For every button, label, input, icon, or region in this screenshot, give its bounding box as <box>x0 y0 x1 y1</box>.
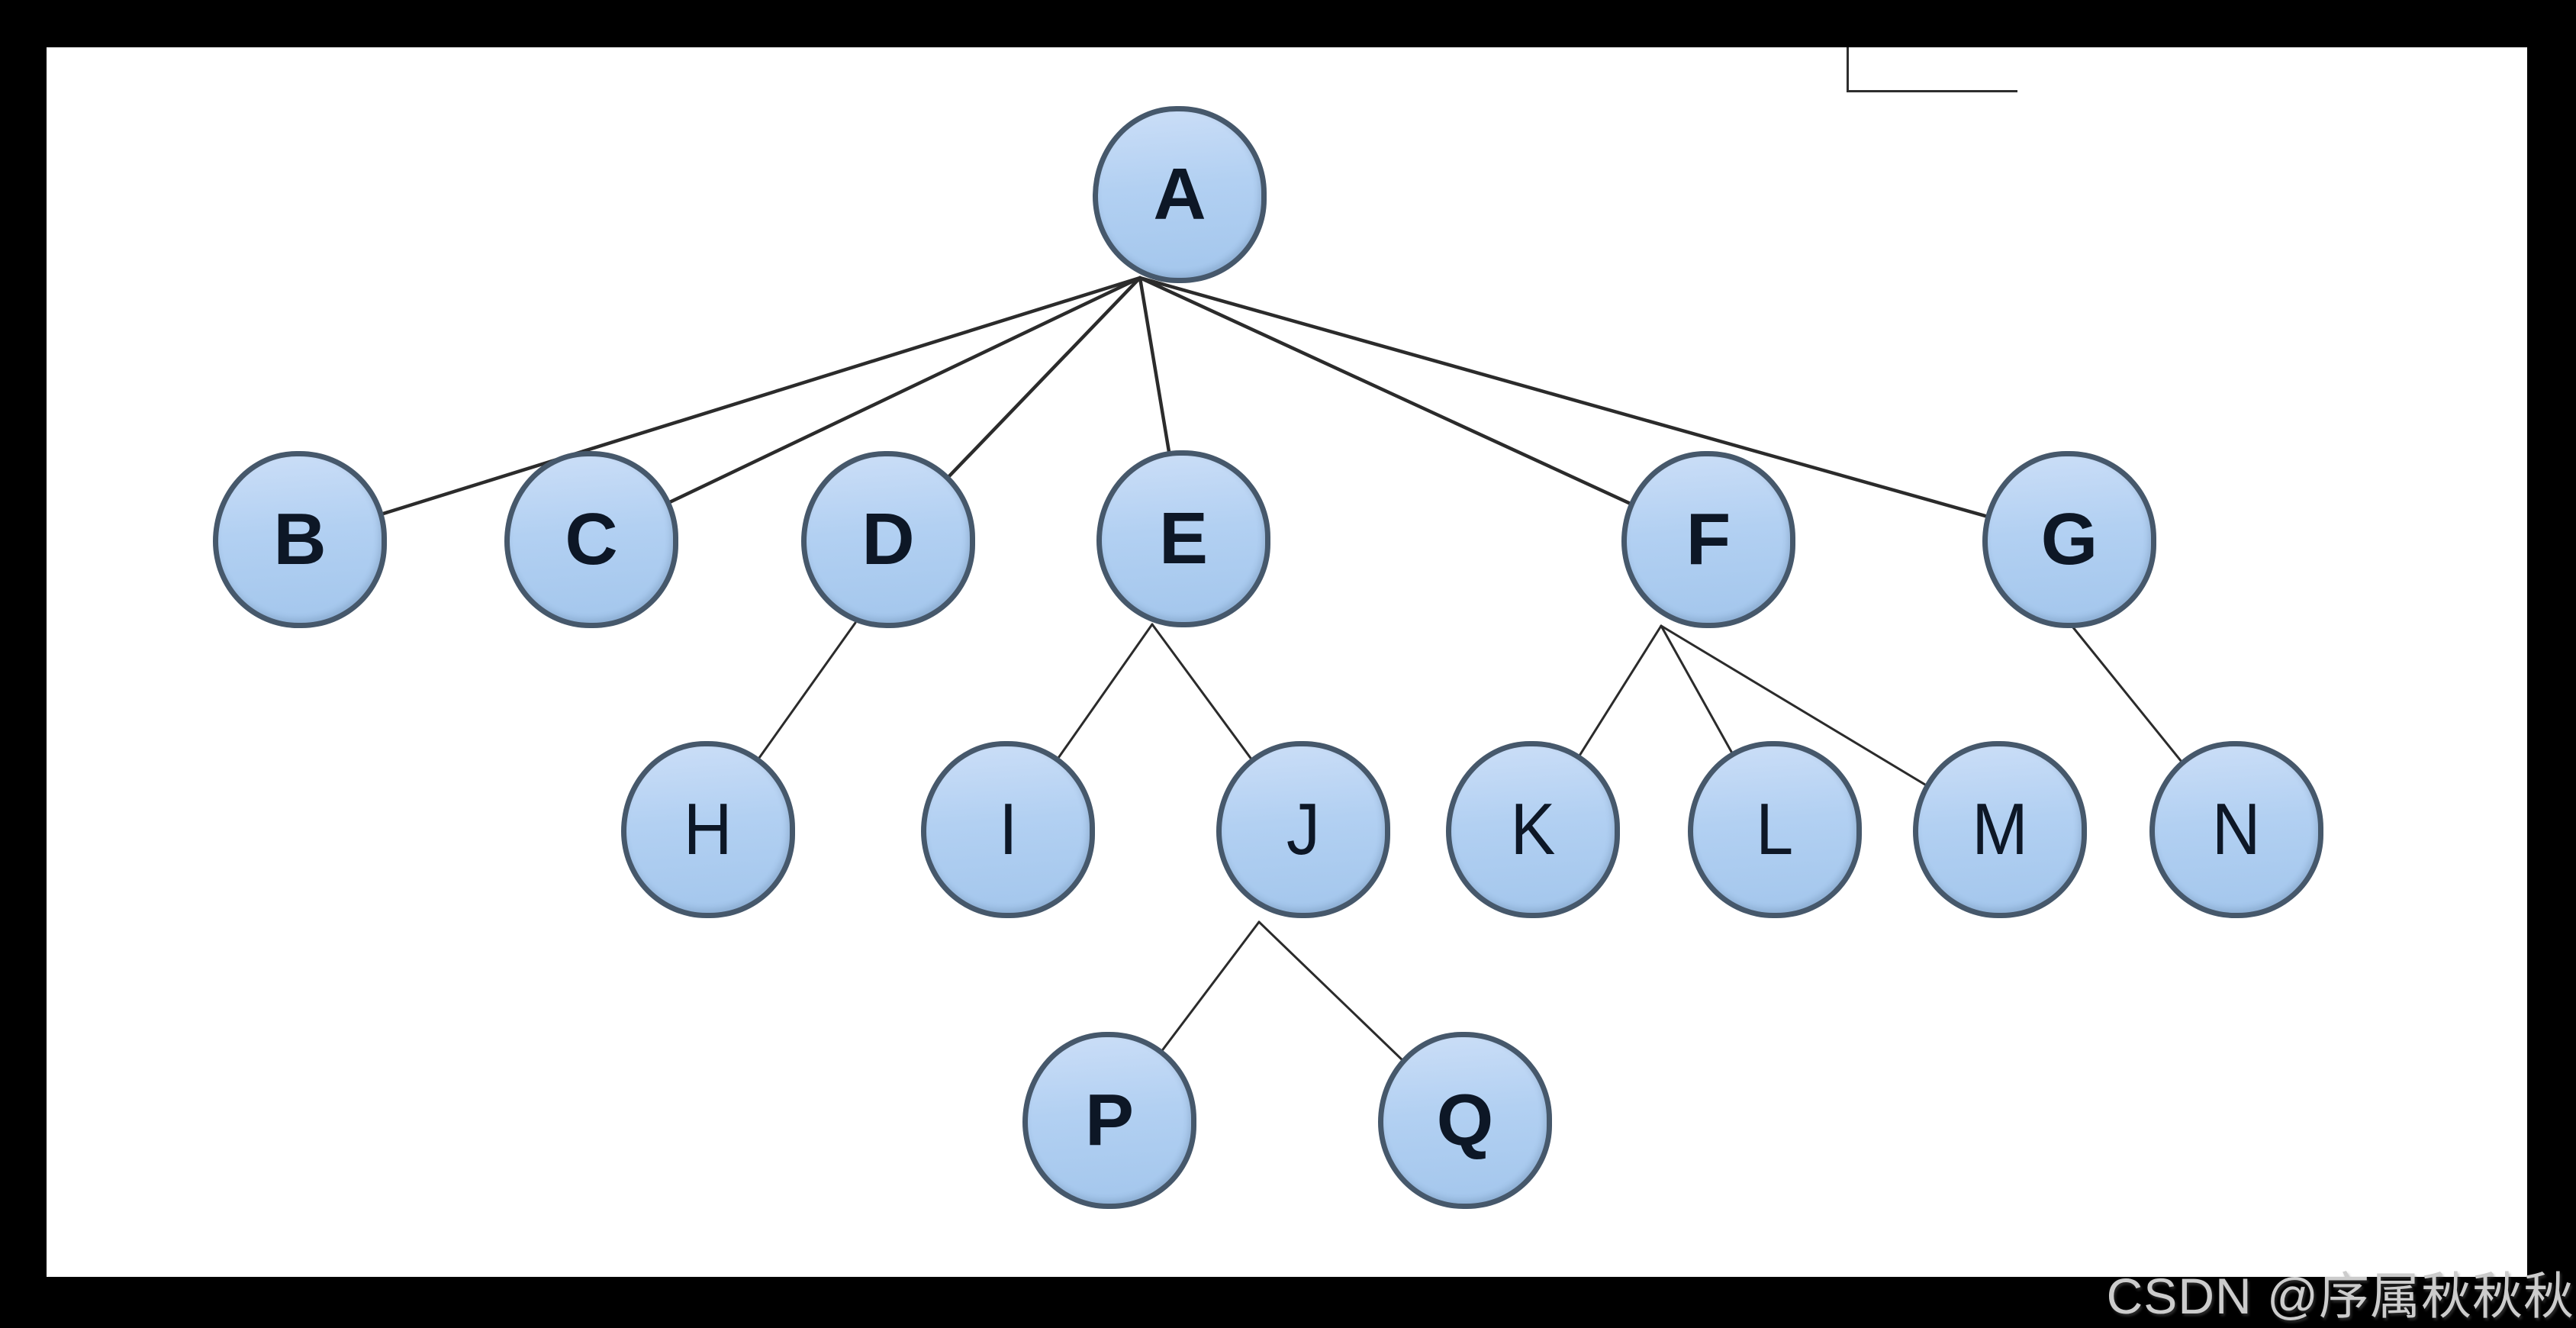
tree-node-C: C <box>504 451 678 628</box>
tree-node-N: N <box>2149 741 2323 918</box>
node-label-K: K <box>1510 788 1556 870</box>
node-label-P: P <box>1084 1079 1135 1161</box>
artifact-bracket-horizontal-line <box>1847 90 2017 92</box>
node-label-N: N <box>2212 788 2261 870</box>
tree-node-D: D <box>801 451 975 628</box>
node-label-F: F <box>1686 498 1731 580</box>
tree-node-L: L <box>1688 741 1862 918</box>
node-label-J: J <box>1286 788 1321 870</box>
tree-node-M: M <box>1913 741 2087 918</box>
node-label-I: I <box>998 788 1018 870</box>
tree-node-J: J <box>1216 741 1390 918</box>
node-label-L: L <box>1756 788 1794 870</box>
tree-node-P: P <box>1022 1032 1196 1209</box>
tree-node-G: G <box>1982 451 2156 628</box>
artifact-bracket-vertical-line <box>1847 47 1849 92</box>
node-label-B: B <box>273 498 327 580</box>
node-label-E: E <box>1158 498 1209 579</box>
node-label-M: M <box>1972 788 2028 870</box>
csdn-watermark: CSDN @序属秋秋秋 <box>2106 1268 2574 1324</box>
tree-node-I: I <box>921 741 1095 918</box>
tree-node-K: K <box>1446 741 1620 918</box>
tree-node-A: A <box>1093 106 1267 283</box>
node-label-Q: Q <box>1436 1079 1494 1161</box>
tree-node-F: F <box>1621 451 1795 628</box>
tree-node-E: E <box>1096 450 1270 627</box>
node-label-D: D <box>861 498 915 580</box>
tree-node-H: H <box>621 741 795 918</box>
diagram-canvas <box>47 47 2527 1277</box>
node-label-A: A <box>1153 153 1206 235</box>
tree-node-Q: Q <box>1378 1032 1552 1209</box>
node-label-C: C <box>565 498 618 580</box>
tree-node-B: B <box>213 451 387 628</box>
node-label-G: G <box>2040 498 2098 580</box>
node-label-H: H <box>684 788 733 870</box>
